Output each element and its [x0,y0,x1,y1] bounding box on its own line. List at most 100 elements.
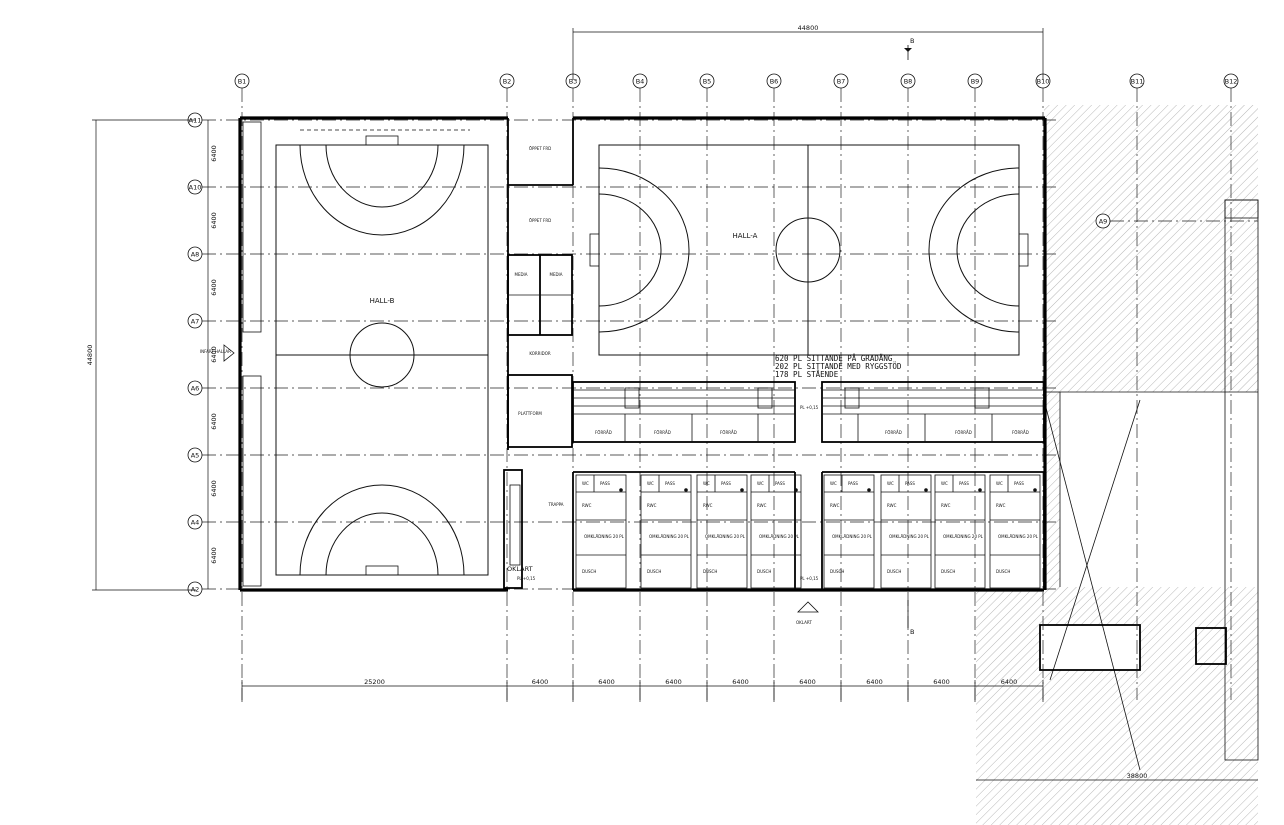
svg-text:A8: A8 [191,251,200,259]
seating-capacity: 620 PL SITTANDE PÅ GRADÄNG 202 PL SITTAN… [775,354,902,379]
dim-bottom-right: 38800 [1127,772,1148,780]
grid-bubble-b9: B9 [967,73,983,89]
svg-text:FÖRRÅD: FÖRRÅD [720,430,737,435]
svg-text:PASS: PASS [600,481,610,486]
grid-lines-vertical [241,88,1232,700]
svg-text:A4: A4 [191,519,200,527]
grid-bubble-b2: B2 [499,73,515,89]
svg-text:WC: WC [941,481,948,486]
dim-left-seg: 6400 [210,547,218,564]
svg-text:OMKLÄDNING 20 PL: OMKLÄDNING 20 PL [759,534,800,539]
svg-text:A9: A9 [1099,218,1108,226]
dim-left-seg: 6400 [210,413,218,430]
svg-text:OKLART: OKLART [796,620,812,625]
dim-bottom-seg: 6400 [799,678,816,686]
dim-top-total: 44800 [798,24,819,32]
svg-text:OMKLÄDNING 20 PL: OMKLÄDNING 20 PL [889,534,930,539]
grid-bubble-a5: A5 [187,447,203,463]
svg-text:RWC: RWC [647,503,657,508]
grid-bubble-a9: A9 [1095,213,1258,229]
svg-text:PASS: PASS [721,481,731,486]
svg-text:178 PL STÅENDE: 178 PL STÅENDE [775,370,839,379]
grid-bubble-b6: B6 [766,73,782,89]
svg-text:PL +0,15: PL +0,15 [800,405,819,410]
dim-left-seg: 6400 [210,212,218,229]
svg-text:DUSCH: DUSCH [887,569,901,574]
svg-text:PASS: PASS [848,481,858,486]
hall-b-label: HALL-B [370,297,395,305]
svg-text:MEDIA: MEDIA [550,272,563,277]
dim-bottom-seg: 6400 [598,678,615,686]
svg-text:WC: WC [996,481,1003,486]
adjacent-building-hatch [976,105,1259,825]
svg-text:RWC: RWC [887,503,897,508]
dim-bottom-seg: 6400 [933,678,950,686]
grid-bubble-b12: B12 [1223,73,1239,89]
svg-text:OMKLÄDNING 20 PL: OMKLÄDNING 20 PL [705,534,746,539]
dim-left-total: 44800 [86,345,94,366]
svg-text:PASS: PASS [1014,481,1024,486]
svg-text:DUSCH: DUSCH [703,569,717,574]
svg-text:TRAPPA: TRAPPA [547,502,563,507]
dim-bottom-seg: 6400 [866,678,883,686]
svg-text:WC: WC [582,481,589,486]
svg-text:RWC: RWC [830,503,840,508]
svg-text:OMKLÄDNING 20 PL: OMKLÄDNING 20 PL [943,534,984,539]
svg-text:WC: WC [703,481,710,486]
svg-text:OMKLÄDNING 20 PL: OMKLÄDNING 20 PL [649,534,690,539]
grid-bubble-b5: B5 [699,73,715,89]
svg-text:202 PL SITTANDE MED RYGGSTÖD: 202 PL SITTANDE MED RYGGSTÖD [775,362,902,371]
dim-bottom-seg: 6400 [532,678,549,686]
grid-bubble-b7: B7 [833,73,849,89]
svg-text:PASS: PASS [959,481,969,486]
oklart-label: OKLART [507,565,533,573]
svg-text:B8: B8 [904,78,913,86]
svg-text:WC: WC [757,481,764,486]
svg-text:KORRIDOR: KORRIDOR [529,351,551,356]
dressing-room: WC PASS RWC OMKLÄDNING 20 PL DUSCH [880,474,932,589]
dim-bottom-seg: 6400 [665,678,682,686]
svg-text:DUSCH: DUSCH [996,569,1010,574]
svg-text:B7: B7 [837,78,846,86]
svg-text:ÖPPET FRD: ÖPPET FRD [529,146,551,151]
svg-text:A7: A7 [191,318,200,326]
hall-a-label: HALL-A [733,232,758,240]
svg-text:FÖRRÅD: FÖRRÅD [955,430,972,435]
hall-b: HALL-B INFART HALLAR [200,116,508,592]
svg-text:A2: A2 [191,586,200,594]
grid-bubble-a7: A7 [187,313,203,329]
svg-text:A11: A11 [189,117,202,125]
grid-bubble-a8: A8 [187,246,203,262]
dim-bottom-seg: 25200 [364,678,385,686]
dim-left-seg: 6400 [210,480,218,497]
svg-text:WC: WC [887,481,894,486]
svg-text:B3: B3 [569,78,578,86]
svg-text:PASS: PASS [775,481,785,486]
dim-bottom-seg: 6400 [732,678,749,686]
svg-text:PASS: PASS [905,481,915,486]
svg-text:RWC: RWC [996,503,1006,508]
grid-bubble-b8: B8 [900,73,916,89]
svg-text:B: B [910,37,914,45]
grid-bubble-a10: A10 [187,179,203,195]
dim-left-seg: 6400 [210,279,218,296]
svg-text:DUSCH: DUSCH [582,569,596,574]
svg-text:PASS: PASS [665,481,675,486]
svg-text:B: B [910,628,914,636]
svg-text:OMKLÄDNING 20 PL: OMKLÄDNING 20 PL [832,534,873,539]
svg-text:620 PL SITTANDE PÅ GRADÄNG: 620 PL SITTANDE PÅ GRADÄNG [775,354,893,363]
svg-text:WC: WC [830,481,837,486]
svg-text:DUSCH: DUSCH [757,569,771,574]
svg-text:RWC: RWC [941,503,951,508]
grid-bubble-a6: A6 [187,380,203,396]
svg-text:FÖRRÅD: FÖRRÅD [654,430,671,435]
dim-bottom-seg: 6400 [1001,678,1018,686]
dimension-top: 44800 [572,24,1044,80]
